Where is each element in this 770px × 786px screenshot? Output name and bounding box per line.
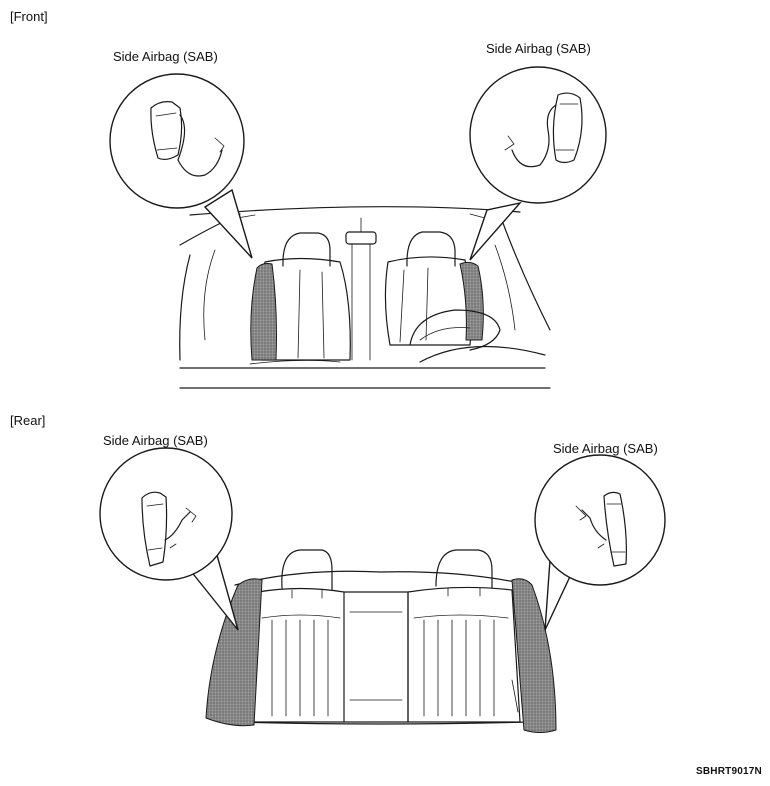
figure-code: SBHRT9017N	[696, 766, 762, 777]
rear-left-airbag-label: Side Airbag (SAB)	[103, 433, 208, 448]
rear-right-airbag-label: Side Airbag (SAB)	[553, 441, 658, 456]
rear-section-title: [Rear]	[10, 413, 46, 428]
rear-seat-drawing	[205, 549, 557, 733]
rear-left-side-airbag	[205, 578, 263, 727]
front-interior-drawing	[179, 206, 551, 389]
rear-left-callout	[99, 447, 239, 631]
front-section-title: [Front]	[10, 9, 48, 24]
front-right-callout	[469, 66, 607, 261]
rear-right-side-airbag	[511, 578, 557, 733]
front-left-callout	[109, 73, 253, 259]
front-left-airbag-label: Side Airbag (SAB)	[113, 49, 218, 64]
front-left-seat-airbag	[250, 263, 277, 361]
front-right-seat-airbag	[459, 261, 484, 341]
rear-right-callout	[534, 454, 666, 631]
front-right-airbag-label: Side Airbag (SAB)	[486, 41, 591, 56]
